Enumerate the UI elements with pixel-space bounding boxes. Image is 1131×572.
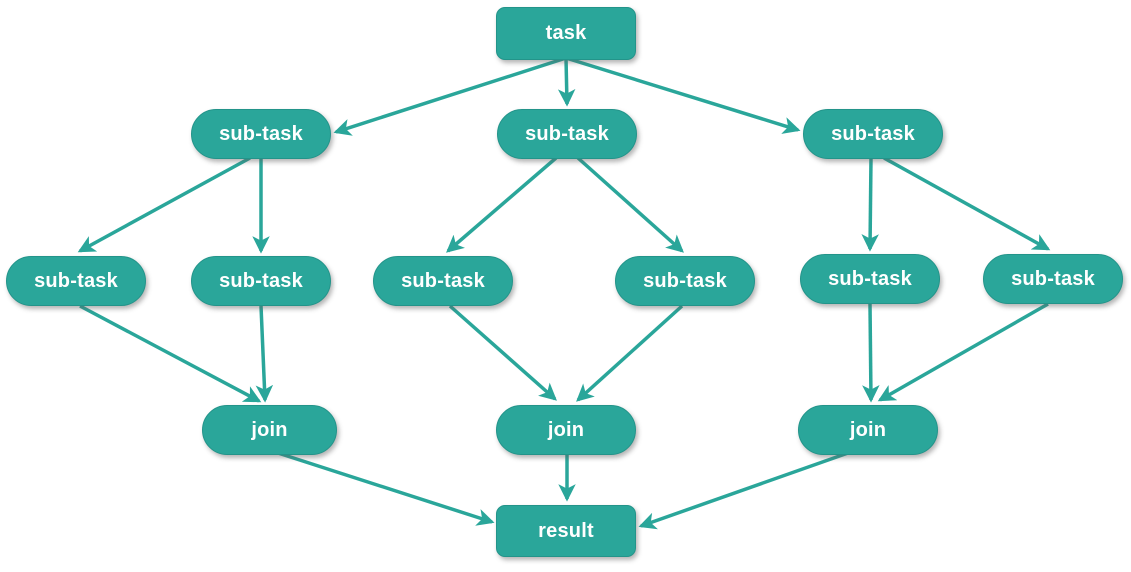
sub-a1-label: sub-task [34, 269, 118, 292]
edge-sub-a2-to-join-a [255, 305, 274, 403]
join-c-label: join [849, 418, 887, 441]
sub-a2-label: sub-task [219, 269, 303, 292]
edge-sub-b-to-sub-b2 [576, 156, 684, 253]
edge-sub-c-to-sub-c1 [861, 157, 879, 252]
result-node: result [496, 505, 636, 557]
sub-c1-label: sub-task [828, 267, 912, 290]
join-b-node: join [496, 405, 636, 455]
sub-b1-label: sub-task [401, 269, 485, 292]
sub-b-node: sub-task [497, 109, 637, 159]
sub-b2-node: sub-task [615, 256, 755, 306]
sub-c-label: sub-task [831, 122, 915, 145]
join-c-node: join [798, 405, 938, 455]
edge-sub-b2-to-join-b [576, 304, 684, 402]
edge-sub-b1-to-join-b [448, 304, 557, 401]
edge-join-c-to-result [638, 451, 849, 530]
edge-join-a-to-result [277, 451, 495, 526]
edge-sub-b-to-sub-b1 [446, 156, 558, 253]
sub-c2-node: sub-task [983, 254, 1123, 304]
sub-a-node: sub-task [191, 109, 331, 159]
sub-b-label: sub-task [525, 122, 609, 145]
edge-sub-a1-to-join-a [79, 304, 262, 403]
edge-sub-c2-to-join-c [877, 302, 1049, 402]
edge-sub-c-to-sub-c2 [883, 156, 1051, 251]
sub-b1-node: sub-task [373, 256, 513, 306]
task-label: task [545, 22, 587, 44]
sub-a2-node: sub-task [191, 256, 331, 306]
join-a-label: join [251, 418, 288, 441]
sub-a-label: sub-task [219, 122, 303, 145]
task-node: task [496, 7, 636, 60]
edge-sub-c1-to-join-c [862, 303, 880, 403]
join-a-node: join [202, 405, 337, 455]
sub-c2-label: sub-task [1011, 267, 1095, 290]
sub-c-node: sub-task [803, 109, 943, 159]
sub-c1-node: sub-task [800, 254, 940, 304]
edge-task-to-sub-b [557, 57, 576, 107]
sub-b2-label: sub-task [643, 269, 727, 292]
result-label: result [538, 519, 594, 542]
edge-sub-a-to-sub-a1 [77, 156, 251, 253]
join-b-label: join [547, 418, 585, 441]
sub-a1-node: sub-task [6, 256, 146, 306]
